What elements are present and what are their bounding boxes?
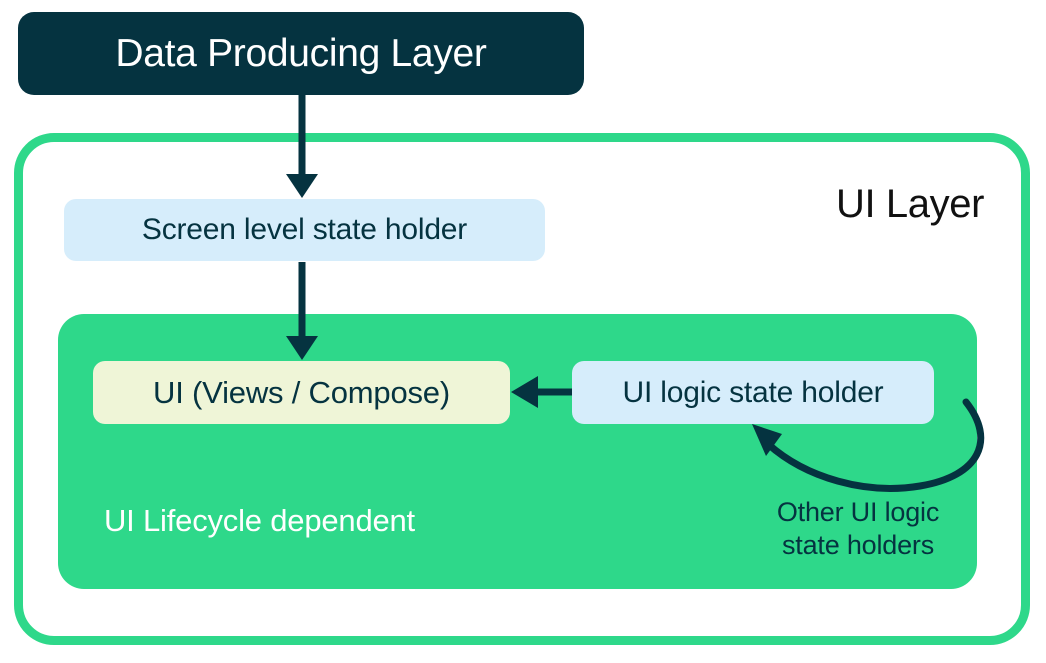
other-ui-logic-line-1: Other UI logic bbox=[776, 497, 940, 527]
screen-level-state-holder-node: Screen level state holder bbox=[64, 199, 545, 261]
data-producing-layer-label: Data Producing Layer bbox=[115, 31, 487, 75]
screen-level-state-holder-label: Screen level state holder bbox=[141, 213, 468, 246]
other-ui-logic-line-2: state holders bbox=[782, 529, 934, 560]
data-producing-layer-node: Data Producing Layer bbox=[18, 12, 584, 95]
ui-views-compose-node: UI (Views / Compose) bbox=[93, 361, 510, 424]
other-ui-logic-state-holders-label: Other UI logic state holders bbox=[758, 496, 958, 562]
ui-lifecycle-dependent-label: UI Lifecycle dependent bbox=[104, 503, 415, 538]
ui-layer-title: UI Layer bbox=[836, 182, 984, 226]
ui-views-compose-label: UI (Views / Compose) bbox=[153, 374, 450, 410]
ui-logic-state-holder-node: UI logic state holder bbox=[572, 361, 934, 424]
ui-logic-state-holder-label: UI logic state holder bbox=[622, 375, 884, 409]
